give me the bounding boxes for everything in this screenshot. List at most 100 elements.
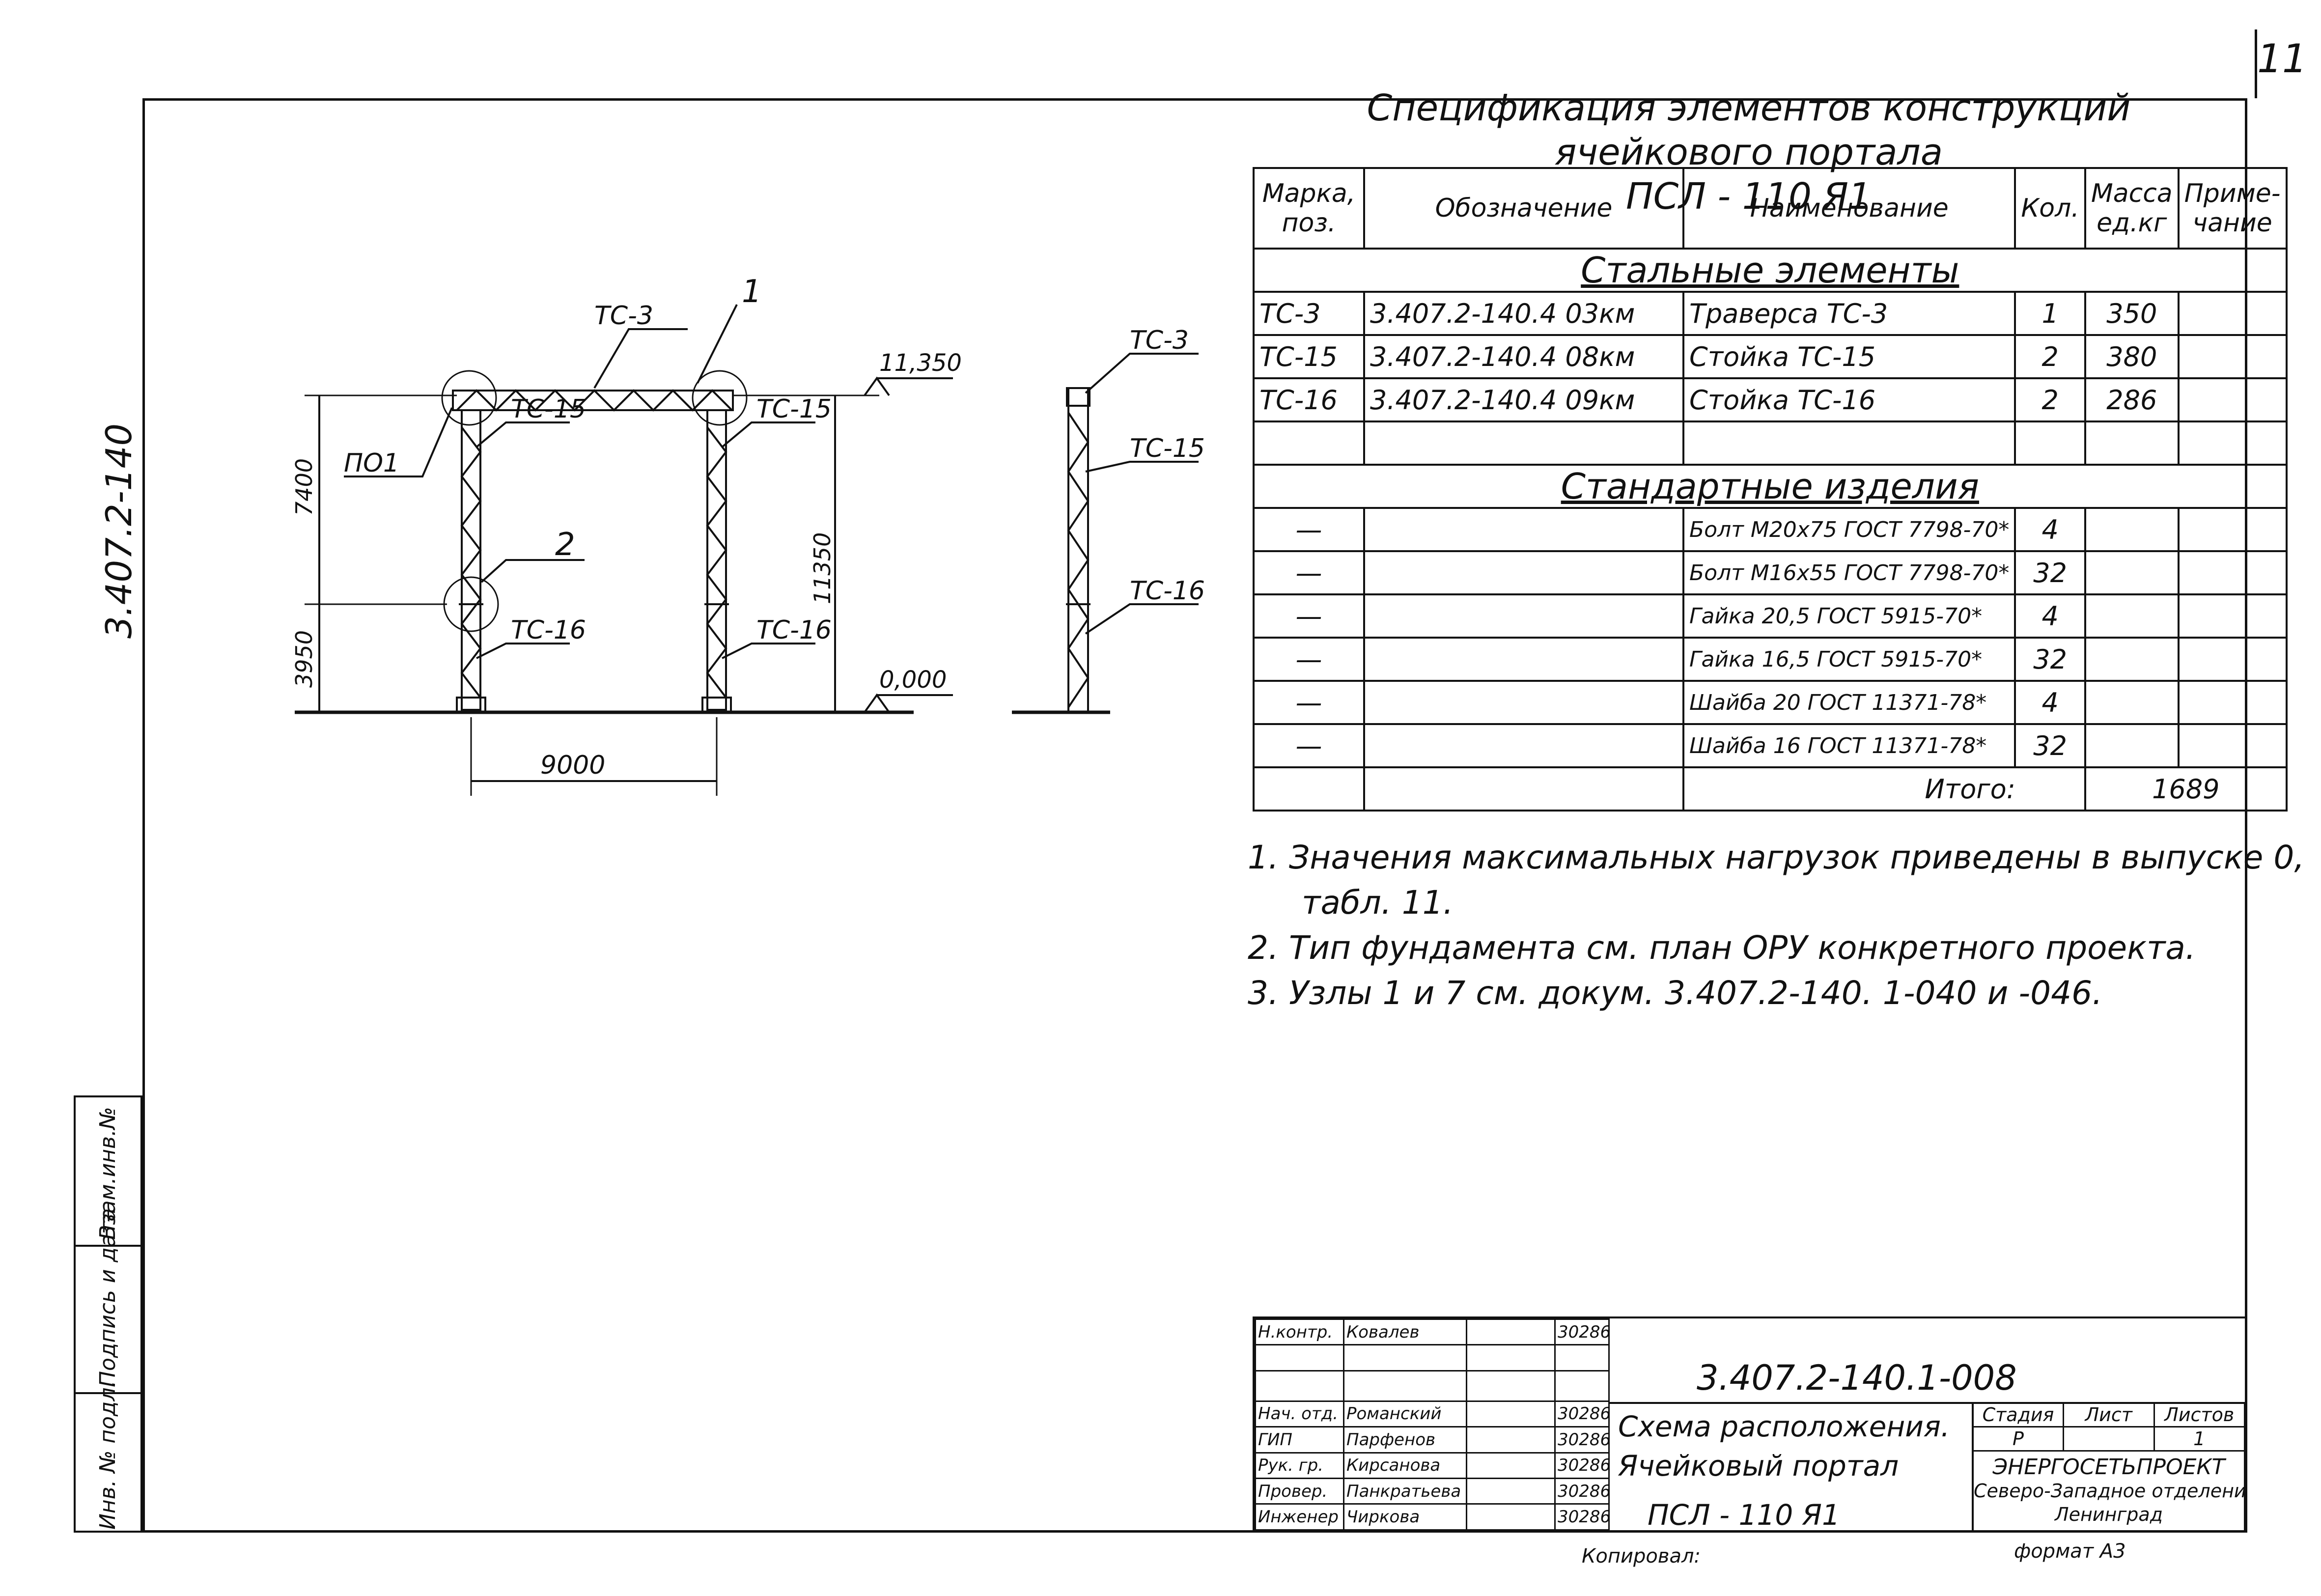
beam-lattice	[456, 389, 733, 412]
label-pd1: ПО1	[344, 448, 399, 478]
name: Парфенов	[1343, 1426, 1467, 1454]
cell-mark: —	[1253, 680, 1365, 725]
cell-name: Траверса ТС-3	[1682, 291, 2016, 336]
section-row: Стандартные изделия	[1253, 464, 2288, 509]
drawing-title: Схема расположения. Ячейковый портал ПСЛ…	[1618, 1407, 1950, 1535]
cell-name: Гайка 20,5 ГОСТ 5915-70*	[1682, 593, 2016, 639]
label-dim-11350: 11350	[809, 532, 836, 604]
beam-ts3	[452, 390, 734, 411]
left-column-lattice	[460, 426, 482, 699]
cell-qty: 1	[2014, 291, 2086, 336]
cell-qty: 4	[2014, 507, 2086, 552]
cell-name: Болт М16х55 ГОСТ 7798-70*	[1682, 550, 2016, 595]
cell-note	[2177, 334, 2288, 379]
table-row: — Шайба 20 ГОСТ 11371-78* 4	[1253, 680, 2288, 725]
role: ГИП	[1255, 1426, 1344, 1454]
label-ts3: ТС-3	[594, 301, 653, 331]
title-block-code-area	[1608, 1318, 2245, 1404]
people-row	[1255, 1370, 1610, 1402]
sheets-value: 1	[2153, 1426, 2245, 1452]
stage-value: Р	[1972, 1426, 2064, 1452]
elev-mark-zero	[864, 693, 890, 713]
side-stamp-label: Взам.инв.№	[95, 1107, 120, 1240]
side-leader-ts15	[1085, 461, 1199, 473]
header-mark: Марка, поз.	[1253, 167, 1365, 250]
elev-mark-top	[864, 376, 890, 396]
org-city: Ленинград	[2055, 1504, 2163, 1525]
org-sub: Северо-Западное отделение	[1974, 1480, 2245, 1502]
total-value: 1689	[2084, 766, 2288, 812]
cell-mark: —	[1253, 550, 1365, 595]
date: 30286	[1554, 1426, 1610, 1454]
label-elev-top: 11,350	[879, 349, 962, 377]
table-row: ТС-3 3.407.2-140.4 03км Траверса ТС-3 1 …	[1253, 291, 2288, 336]
table-row: — Шайба 16 ГОСТ 11371-78* 32	[1253, 723, 2288, 768]
right-column-lattice	[706, 426, 727, 699]
label-dim-7400: 7400	[295, 458, 317, 516]
name: Ковалев	[1343, 1318, 1467, 1346]
cell-name: Гайка 16,5 ГОСТ 5915-70*	[1682, 637, 2016, 682]
cell-designation: 3.407.2-140.4 08км	[1363, 334, 1684, 379]
cell-note	[2177, 291, 2288, 336]
table-row: — Гайка 16,5 ГОСТ 5915-70* 32	[1253, 637, 2288, 682]
cell-name: Стойка ТС-15	[1682, 334, 2016, 379]
leader-ts16-left	[476, 643, 570, 659]
role: Провер.	[1255, 1477, 1344, 1505]
cell-mark: —	[1253, 637, 1365, 682]
table-row: ТС-15 3.407.2-140.4 08км Стойка ТС-15 2 …	[1253, 334, 2288, 379]
stage-header: Лист	[2063, 1402, 2155, 1428]
date: 30286	[1554, 1400, 1610, 1428]
leader-node2	[480, 559, 585, 583]
role: Нач. отд.	[1255, 1400, 1344, 1428]
name: Чиркова	[1343, 1503, 1467, 1531]
note-line: 3. Узлы 1 и 7 см. докум. 3.407.2-140. 1-…	[1248, 974, 2103, 1012]
stage-header: Листов	[2153, 1402, 2245, 1428]
label-node2: 2	[555, 527, 575, 563]
label-dim-9000: 9000	[540, 751, 605, 780]
table-row	[1253, 420, 2288, 466]
label-node1: 1	[742, 274, 762, 310]
cell-mark: ТС-3	[1253, 291, 1365, 336]
date	[1554, 1344, 1610, 1372]
header-designation: Обозначение	[1363, 167, 1684, 250]
people-row	[1255, 1344, 1610, 1372]
signature	[1466, 1426, 1556, 1454]
cell-mark: —	[1253, 723, 1365, 768]
drawing-title-line: Схема расположения.	[1618, 1410, 1950, 1443]
side-stamp-row	[76, 1097, 140, 1247]
side-label-ts16: ТС-16	[1130, 576, 1205, 606]
side-label-ts3: ТС-3	[1130, 326, 1189, 355]
date: 30286	[1554, 1503, 1610, 1531]
leader-ts16-right	[722, 643, 815, 659]
date: 30286	[1554, 1477, 1610, 1505]
cell-mark: —	[1253, 507, 1365, 552]
cell-qty: 32	[2014, 723, 2086, 768]
portal-elevation-drawing: ТС-3 ТС-15 ТС-15 ТС-16 ТС-16 1 2 ПО1 11,…	[295, 274, 962, 796]
table-row: — Болт М20х75 ГОСТ 7798-70* 4	[1253, 507, 2288, 552]
page-number: 11	[2255, 29, 2307, 98]
cell-qty: 4	[2014, 680, 2086, 725]
leader-pd1	[344, 407, 453, 477]
note-line: 2. Тип фундамента см. план ОРУ конкретно…	[1248, 929, 2196, 967]
label-ts15-left: ТС-15	[511, 394, 586, 424]
cell-name: Шайба 16 ГОСТ 11371-78*	[1682, 723, 2016, 768]
spec-title: Спецификация элементов конструкций ячейк…	[1367, 87, 2131, 173]
spec-header-row: Марка, поз. Обозначение Наименование Кол…	[1253, 167, 2288, 250]
cell-mass: 350	[2084, 291, 2180, 336]
cell-name: Болт М20х75 ГОСТ 7798-70*	[1682, 507, 2016, 552]
signature	[1466, 1318, 1556, 1346]
leader-ts3	[593, 328, 688, 389]
label-ts15-right: ТС-15	[756, 394, 832, 424]
note-line: табл. 11.	[1302, 884, 1454, 922]
role: Инженер	[1255, 1503, 1344, 1531]
cell-qty: 2	[2014, 377, 2086, 422]
cell-mark: —	[1253, 593, 1365, 639]
portal-side-view-drawing: ТС-3 ТС-15 ТС-16	[1012, 326, 1205, 714]
side-leader-ts3	[1085, 353, 1199, 394]
date: 30286	[1554, 1452, 1610, 1479]
spec-table: Марка, поз. Обозначение Наименование Кол…	[1253, 167, 2288, 812]
cell-mark: ТС-15	[1253, 334, 1365, 379]
